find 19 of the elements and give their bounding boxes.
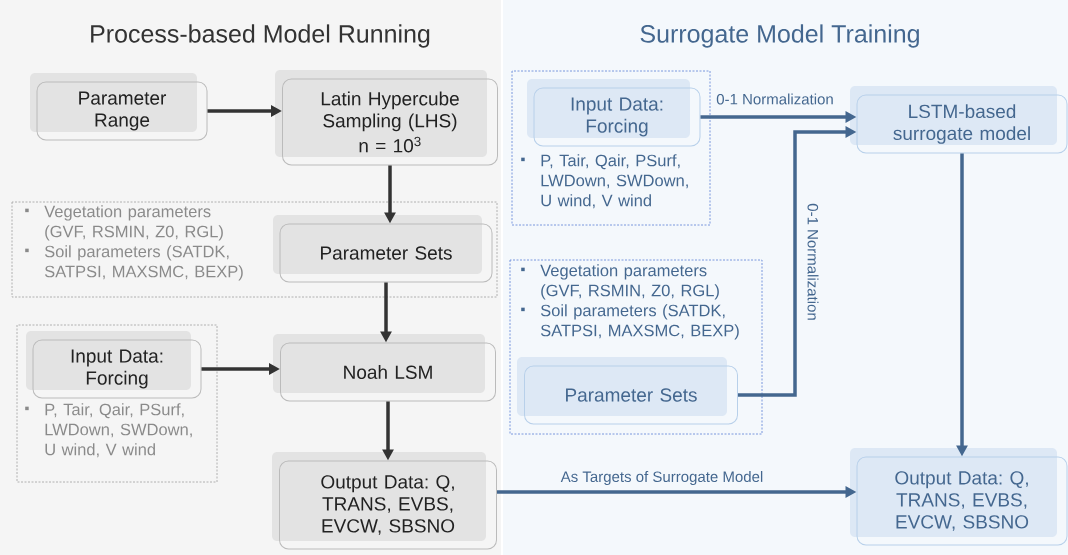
- process-box: Parameter Sets: [273, 215, 493, 283]
- panel-title: Process-based Model Running: [91, 24, 430, 48]
- process-box: Parameter Sets: [517, 357, 738, 425]
- process-box: Noah LSM: [273, 334, 496, 402]
- process-box: Input Data: Forcing: [527, 79, 701, 147]
- edge-label: 0-1 Normalization: [806, 202, 820, 322]
- process-box: Latin Hypercube Sampling (LHS) n = 10$^{3}$: [275, 70, 498, 166]
- bullet-list: P, Tair, Qair, PSurf, LWDown, SWDown, U wind, V wind: [25, 403, 192, 458]
- bullet-list: Vegetation parameters (GVF, RSMIN, Z0, RGL) Soil parameters (SATDK, SATPSI, MAXSMC, BEXP): [521, 264, 739, 340]
- bullet-list: P, Tair, Qair, PSurf, LWDown, SWDown, U wind, V wind: [521, 154, 688, 209]
- edge-label: As Targets of Surrogate Model: [559, 470, 765, 486]
- edge-label: 0-1 Normalization: [715, 92, 835, 106]
- process-box: Output Data: Q, TRANS, EVBS, EVCW, SBSNO: [272, 452, 497, 550]
- process-box: Output Data: Q, TRANS, EVBS, EVCW, SBSNO: [850, 448, 1068, 546]
- process-box: Parameter Range: [30, 73, 208, 141]
- bullet-list: Vegetation parameters (GVF, RSMIN, Z0, RGL) Soil parameters (SATDK, SATPSI, MAXSMC, BEXP): [25, 205, 243, 281]
- process-box: Input Data: Forcing: [26, 331, 202, 399]
- panel-title: Surrogate Model Training: [640, 24, 919, 48]
- process-box: LSTM-based surrogate model: [850, 86, 1068, 154]
